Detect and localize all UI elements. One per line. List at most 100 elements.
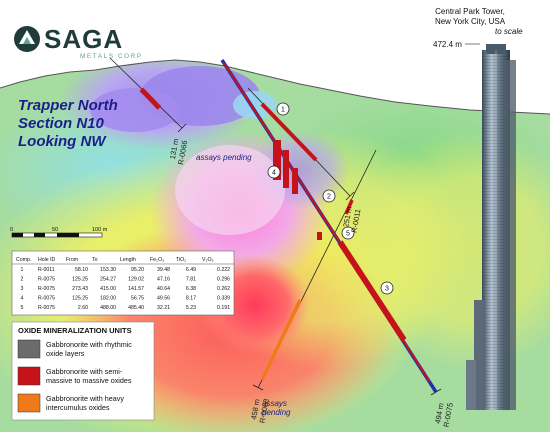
table-header-cell: Length (120, 257, 136, 263)
table-cell: 0.262 (217, 286, 230, 292)
topography-line (0, 59, 550, 115)
table-cell: 415.00 (100, 286, 116, 292)
table-cell: 125.25 (72, 277, 88, 283)
logo-wordmark: SAGA (44, 24, 123, 54)
hole-label-r-0075: 494 m R-0075 (433, 402, 455, 428)
assays-pending-r-0066: assays pending (196, 153, 252, 162)
section-title: Trapper North Section N10 Looking NW (18, 97, 118, 150)
table-cell: 182.00 (100, 296, 116, 302)
table-cell: 49.56 (157, 296, 170, 302)
table-cell: 0.191 (217, 305, 230, 311)
oxide-interval (344, 199, 354, 215)
tower-caption-line1: Central Park Tower, (435, 7, 505, 16)
tower-height-label: 472.4 m (433, 40, 462, 49)
svg-text:R-0011: R-0011 (349, 208, 362, 233)
svg-text:2: 2 (327, 194, 331, 201)
svg-text:494 m: 494 m (433, 402, 445, 424)
hole-label-r-0068: 458 m R-0068 (249, 398, 271, 424)
oxide-interval (260, 102, 318, 162)
table-cell: 6.38 (186, 286, 196, 292)
legend-label-line2: massive to massive oxides (46, 376, 132, 385)
table-cell: R-0011 (38, 267, 55, 273)
oxide-interval (139, 87, 162, 110)
legend-swatch (17, 393, 41, 413)
hole-label-r-0011: 251 m R-0011 (341, 206, 362, 234)
tower-caption: Central Park Tower, New York City, USA t… (435, 7, 523, 36)
table-cell: 32.21 (157, 305, 170, 311)
table-cell: 95.20 (131, 267, 144, 273)
table-cell: 5.23 (186, 305, 196, 311)
table-cell: 2.60 (78, 305, 88, 311)
table-cell: R-0075 (38, 296, 55, 302)
drillhole-r-0066 (109, 57, 187, 133)
table-cell: 7.81 (186, 277, 196, 283)
intercept-marker-3: 3 (380, 281, 394, 295)
table-cell: 0.296 (217, 277, 230, 283)
tower-caption-line2: New York City, USA (435, 17, 506, 26)
drillhole-r-0068 (252, 149, 377, 391)
drillhole-r-0011 (247, 87, 355, 201)
svg-text:4: 4 (272, 170, 276, 177)
table-header-cell: Fe₂O₃ (150, 257, 164, 263)
legend-swatch (17, 366, 41, 386)
assays-pending-r-0068-line2: pending (261, 408, 291, 417)
svg-text:131 m: 131 m (168, 138, 180, 160)
table-cell: 3 (21, 286, 24, 292)
svg-text:5: 5 (346, 231, 350, 238)
oxide-interval (292, 168, 298, 194)
table-cell: 5 (21, 305, 24, 311)
table-cell: 4 (21, 296, 24, 302)
geophysical-model (0, 60, 550, 432)
legend-swatch (17, 339, 41, 359)
table-cell: 125.25 (72, 296, 88, 302)
table-header-cell: Hole ID (38, 257, 56, 263)
table-header-cell: V₂O₅ (202, 257, 214, 263)
hole-end-tick (252, 384, 264, 391)
drillhole-r-0075 (220, 59, 442, 396)
table-cell: 273.43 (72, 286, 88, 292)
table-cell: 488.00 (100, 305, 116, 311)
table-cell: 0.339 (217, 296, 230, 302)
table-cell: R-0075 (38, 286, 55, 292)
legend-label-line2: intercumulus oxides (46, 403, 110, 412)
table-cell: 129.02 (128, 277, 144, 283)
table-header-cell: To (92, 257, 98, 263)
scale-tick-50: 50 (52, 227, 58, 233)
table-cell: 153.30 (100, 267, 116, 273)
legend: OXIDE MINERALIZATION UNITS Gabbronorite … (11, 321, 155, 421)
hole-label-r-0066: 131 m R-0066 (168, 138, 189, 166)
svg-text:R-0066: R-0066 (176, 140, 189, 166)
legend-label-line1: Gabbronorite with semi- (46, 367, 123, 376)
intercept-marker-1: 1 (276, 102, 290, 116)
intercept-marker-2: 2 (322, 189, 336, 203)
table-cell: 56.75 (131, 296, 144, 302)
svg-text:251 m: 251 m (341, 206, 353, 228)
tower-caption-line3: to scale (495, 27, 523, 36)
table-cell: 0.222 (217, 267, 230, 273)
oxide-interval (283, 150, 289, 188)
table-cell: 58.10 (75, 267, 88, 273)
assays-pending-r-0068-line1: assays (262, 399, 287, 408)
logo-tagline: METALS CORP (80, 53, 143, 60)
table-cell: R-0075 (38, 277, 55, 283)
scale-tick-100: 100 m (92, 227, 108, 233)
svg-text:1: 1 (281, 107, 285, 114)
table-cell: 254.27 (100, 277, 116, 283)
svg-text:R-0068: R-0068 (258, 398, 271, 424)
scale-tick-0: 0 (10, 227, 13, 233)
oxide-interval (337, 240, 407, 342)
intercept-marker-4: 4 (267, 165, 281, 179)
legend-item: Gabbronorite with semi-massive to massiv… (17, 366, 132, 386)
legend-label-line2: oxide layers (46, 349, 85, 358)
table-header-cell: TiO₂ (176, 257, 186, 263)
legend-label-line1: Gabbronorite with heavy (46, 394, 124, 403)
central-park-tower-icon (466, 44, 516, 410)
hole-end-tick (430, 388, 442, 396)
legend-label-line1: Gabbronorite with rhythmic (46, 340, 132, 349)
table-cell: R-0075 (38, 305, 55, 311)
